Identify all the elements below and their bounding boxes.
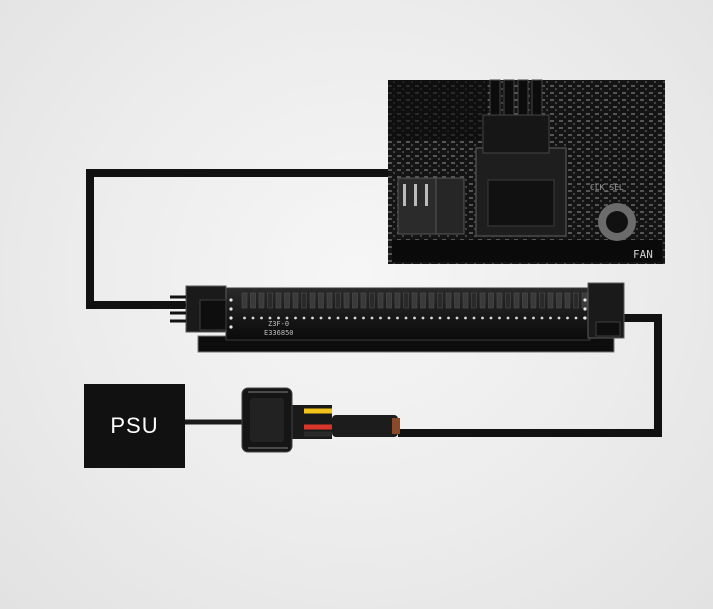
- hub-pin: [566, 316, 569, 320]
- fan-hub-pin-headers: [241, 292, 588, 320]
- hub-pin-slot: [369, 292, 375, 309]
- hub-pin-slot: [377, 292, 384, 309]
- hub-pin: [557, 316, 561, 320]
- hub-pin: [438, 316, 442, 320]
- motherboard-silkscreen: CLK_SEL: [590, 183, 624, 192]
- hub-pin-slot: [496, 292, 503, 309]
- hub-pin: [328, 316, 331, 320]
- hub-pin-slot: [411, 292, 418, 309]
- hub-pin-slot: [258, 292, 265, 309]
- hub-pin-slot: [403, 292, 409, 309]
- hub-pin-slot: [386, 292, 392, 309]
- hub-pin: [243, 316, 246, 320]
- hub-pin: [260, 316, 263, 320]
- hub-pin: [506, 316, 510, 320]
- hub-pin: [447, 316, 450, 320]
- hub-pin: [404, 316, 408, 320]
- hub-pin-slot: [556, 292, 562, 309]
- hub-pin: [285, 316, 289, 320]
- sata-power-connector: [241, 387, 400, 453]
- hub-pin: [268, 316, 272, 320]
- hub-pin: [489, 316, 493, 320]
- hub-pin: [472, 316, 476, 320]
- hub-pin-slot: [479, 292, 486, 309]
- hub-pin: [430, 316, 433, 320]
- hub-pin-slot: [437, 292, 443, 309]
- hub-pin: [574, 316, 578, 320]
- hub-pin: [515, 316, 518, 320]
- hub-pin: [387, 316, 391, 320]
- hub-pin-slot: [462, 292, 469, 309]
- hub-pin-slot: [488, 292, 494, 309]
- hub-pin-slot: [420, 292, 426, 309]
- hub-pin-slot: [445, 292, 452, 309]
- psu-label: PSU: [110, 413, 159, 438]
- sata-output-cable: [398, 314, 662, 437]
- hub-pin-slot: [394, 292, 401, 309]
- hub-pin-slot: [267, 292, 273, 309]
- hub-pin: [396, 316, 399, 320]
- hub-pin: [302, 316, 306, 320]
- hub-pin: [464, 316, 467, 320]
- hub-pin: [294, 316, 297, 320]
- hub-pin-slot: [539, 292, 545, 309]
- hub-pin-slot: [522, 292, 528, 309]
- hub-pin-slot: [250, 292, 256, 309]
- fan-header-label: FAN: [633, 248, 653, 261]
- motherboard-cable: [86, 169, 390, 309]
- hub-pin: [353, 316, 357, 320]
- hub-pin-slot: [513, 292, 520, 309]
- hub-pin-slot: [573, 292, 579, 309]
- hub-pin-slot: [343, 292, 350, 309]
- hub-pin-slot: [284, 292, 290, 309]
- hub-pin: [540, 316, 544, 320]
- hub-pin: [532, 316, 535, 320]
- hub-pin-slot: [352, 292, 358, 309]
- hub-sata-connector: [583, 282, 625, 339]
- hub-pin-slot: [309, 292, 316, 309]
- hub-pin-slot: [428, 292, 435, 309]
- motherboard-photo: FAN CLK_SEL: [388, 79, 665, 264]
- hub-input-connector: [185, 285, 233, 333]
- hub-pin: [336, 316, 340, 320]
- hub-pin: [498, 316, 501, 320]
- hub-pin: [251, 316, 255, 320]
- hub-pin-slot: [530, 292, 537, 309]
- hub-pin: [413, 316, 416, 320]
- hub-pin: [370, 316, 374, 320]
- psu-box: PSU: [84, 384, 185, 468]
- hub-pin: [319, 316, 323, 320]
- hub-pin: [277, 316, 280, 320]
- hub-pin-slot: [292, 292, 299, 309]
- hub-pin-slot: [301, 292, 307, 309]
- hub-pin-slot: [360, 292, 367, 309]
- hub-pin-slot: [275, 292, 282, 309]
- hub-pin: [523, 316, 527, 320]
- hub-pin-slot: [241, 292, 248, 309]
- hub-pin-slot: [505, 292, 511, 309]
- hub-pin: [362, 316, 365, 320]
- hub-pin: [345, 316, 348, 320]
- hub-pin: [379, 316, 382, 320]
- hub-pin-slot: [564, 292, 571, 309]
- fan-hub: Z3F-0 E336850: [185, 282, 625, 353]
- hub-pcb-text-2: E336850: [264, 329, 294, 337]
- hub-pin-slot: [547, 292, 554, 309]
- hub-pin: [311, 316, 314, 320]
- hub-pin: [481, 316, 484, 320]
- hub-pin: [421, 316, 425, 320]
- hub-pin-slot: [454, 292, 460, 309]
- hub-pin: [549, 316, 552, 320]
- hub-pin: [455, 316, 459, 320]
- hub-pin-slot: [326, 292, 333, 309]
- hub-pin-slot: [335, 292, 341, 309]
- hub-pin-slot: [318, 292, 324, 309]
- hub-pcb-text-1: Z3F-0: [268, 320, 289, 328]
- hub-pin-slot: [471, 292, 477, 309]
